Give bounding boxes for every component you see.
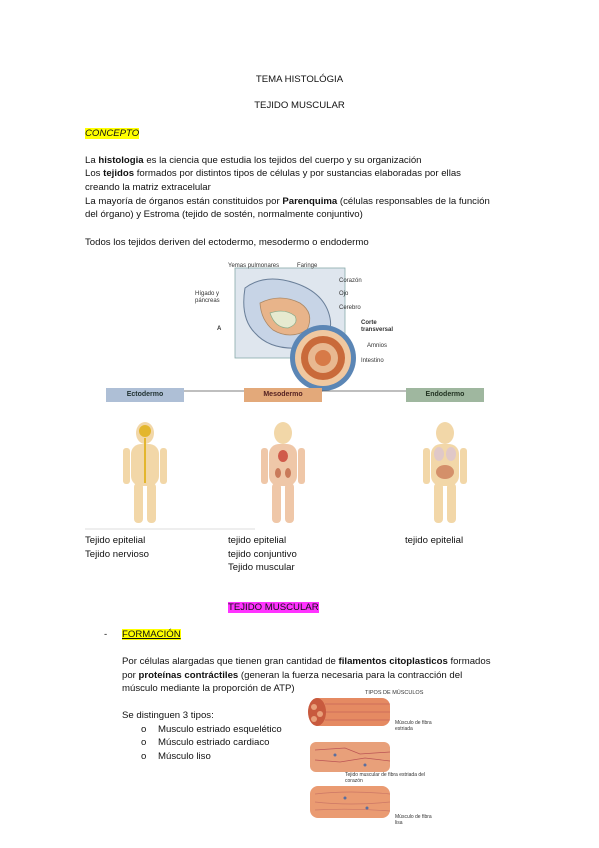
col2-item-3: Tejido muscular: [228, 562, 295, 573]
formacion-line-1: Por células alargadas que tienen gran ca…: [122, 656, 491, 667]
muscle-fig-label-2: Tejido muscular de fibra estriada del co…: [345, 772, 426, 784]
ectoderm-label: Ectodermo: [106, 388, 184, 402]
col3-item-1: tejido epitelial: [405, 535, 464, 546]
concepto-paragraph-3: creando la matriz extracelular: [85, 182, 211, 193]
germ-layer-figure: Ectodermo Mesodermo Endodermo Yemas pulm…: [85, 258, 485, 530]
label-corazon: Corazón: [339, 278, 362, 284]
col2-item-2: tejido conjuntivo: [228, 549, 297, 560]
label-corte: Corte: [361, 320, 377, 326]
muscle-fig-title: TIPOS DE MÚSCULOS: [365, 690, 424, 696]
label-amnios: Amnios: [367, 343, 388, 349]
concepto-paragraph-4: La mayoría de órganos están constituidos…: [85, 196, 490, 207]
concepto-paragraph-5: del órgano) y Estroma (tejido de sostén,…: [85, 209, 363, 220]
germ-layer-illustration: [85, 267, 467, 530]
label-a: A: [217, 326, 222, 332]
label-cerebro: Cerebro: [339, 305, 361, 311]
bullet-o-3: o: [141, 751, 147, 762]
types-intro: Se distinguen 3 tipos:: [122, 710, 214, 721]
muscle-types-figure: TIPOS DE MÚSCULOS Músculo de fibra estri…: [305, 690, 435, 832]
endoderm-body-icon: [423, 422, 467, 523]
muscle-section-heading: TEJIDO MUSCULAR: [228, 602, 319, 613]
muscle-types-illustration: [308, 698, 391, 818]
mesoderm-label: Mesodermo: [244, 388, 322, 402]
label-intestino: Intestino: [361, 358, 384, 364]
page-topic: TEMA HISTOLÓGIA: [255, 74, 344, 85]
label-faringe: Faringe: [297, 263, 318, 269]
concepto-paragraph-1: La histologia es la ciencia que estudia …: [85, 155, 422, 166]
label-yemas: Yemas pulmonares: [228, 263, 280, 269]
muscle-type-1: Musculo estriado esquelético: [158, 724, 282, 735]
muscle-type-2: Músculo estriado cardiaco: [158, 737, 270, 748]
formacion-line-3: músculo mediante la proporción de ATP): [122, 683, 295, 694]
endoderm-label: Endodermo: [406, 388, 484, 402]
concepto-heading: CONCEPTO: [85, 128, 140, 139]
concepto-paragraph-6: Todos los tejidos deriven del ectodermo,…: [85, 237, 369, 248]
muscle-type-3: Músculo liso: [158, 751, 211, 762]
label-higado: Hígado y: [195, 291, 220, 297]
formacion-heading: FORMACIÓN: [122, 629, 181, 640]
label-ojo: Ojo: [339, 291, 349, 297]
mesoderm-body-icon: [261, 422, 305, 523]
col1-item-2: Tejido nervioso: [85, 549, 149, 560]
bullet-o-1: o: [141, 724, 147, 735]
formacion-line-2: por proteínas contráctiles (generan la f…: [122, 670, 463, 681]
col1-item-1: Tejido epitelial: [85, 535, 146, 546]
page-subtitle: TEJIDO MUSCULAR: [254, 100, 345, 111]
label-pancreas: páncreas: [195, 298, 220, 304]
bullet-o-2: o: [141, 737, 147, 748]
muscle-fig-label-1: Músculo de fibra estriada: [395, 720, 432, 732]
muscle-fig-label-3: Músculo de fibra lisa: [395, 814, 432, 826]
formacion-dash: -: [104, 629, 108, 640]
label-transversal: transversal: [361, 327, 394, 333]
ectoderm-body-icon: [123, 422, 167, 523]
concepto-paragraph-2: Los tejidos formados por distintos tipos…: [85, 168, 461, 179]
col2-item-1: tejido epitelial: [228, 535, 287, 546]
